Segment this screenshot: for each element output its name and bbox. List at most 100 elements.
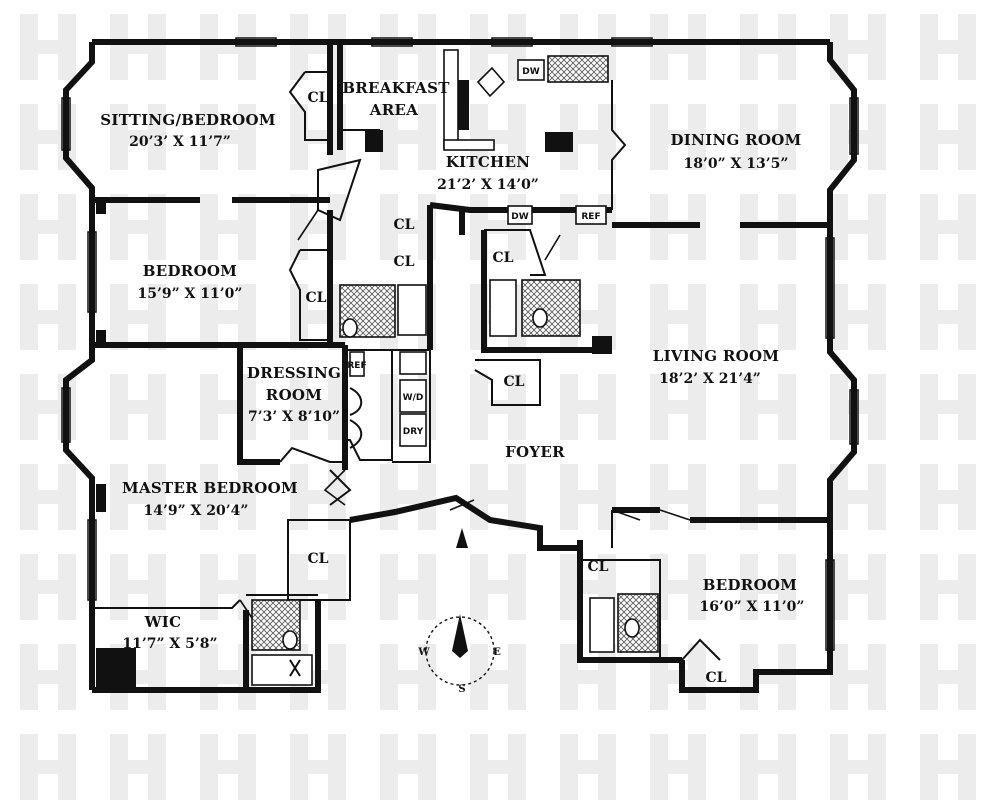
closet-label: CL: [504, 374, 525, 390]
watermark-letter: [110, 374, 166, 440]
bathrooms: [251, 279, 659, 686]
refrigerator-label: REF: [347, 361, 366, 371]
watermark-letter: [20, 554, 76, 620]
sitting-bedroom-dims: 20’3’ X 11’7”: [129, 134, 231, 150]
watermark-letter: [110, 734, 166, 800]
master-bedroom-dims: 14’9” X 20’4”: [144, 503, 249, 519]
appliance-labels: DW DW REF REF W/D DRY: [347, 67, 600, 437]
watermark-letter: [830, 644, 886, 710]
watermark-letter: [470, 374, 526, 440]
watermark-letter: [920, 194, 976, 260]
watermark-letter: [380, 554, 436, 620]
watermark-letter: [650, 464, 706, 530]
watermark-letter: [470, 14, 526, 80]
watermark-letter: [920, 644, 976, 710]
sitting-bedroom-name: SITTING/BEDROOM: [100, 111, 275, 129]
breakfast-area-name-1: BREAKFAST: [342, 79, 450, 97]
room-labels: SITTING/BEDROOM 20’3’ X 11’7” BREAKFAST …: [100, 79, 804, 652]
watermark-letter: [740, 464, 796, 530]
exterior-walls: [63, 39, 857, 693]
entry-arrow-icon: [456, 528, 468, 548]
closet-labels: CL CL CL CL CL CL CL CL CL: [306, 90, 727, 686]
watermark-letter: [560, 374, 616, 440]
closet-label: CL: [394, 217, 415, 233]
watermark-letter: [200, 104, 256, 170]
watermark-letter: [110, 194, 166, 260]
watermark-pattern: [20, 14, 976, 800]
watermark-letter: [740, 554, 796, 620]
watermark-letter: [380, 194, 436, 260]
watermark-letter: [560, 644, 616, 710]
watermark-letter: [290, 374, 346, 440]
living-room-dims: 18’2’ X 21’4”: [659, 371, 761, 387]
watermark-letter: [830, 284, 886, 350]
watermark-letter: [650, 554, 706, 620]
dishwasher-label: DW: [522, 67, 539, 77]
watermark-letter: [110, 14, 166, 80]
dressing-room-dims: 7’3’ X 8’10”: [248, 409, 340, 425]
watermark-letter: [380, 734, 436, 800]
watermark-letter: [110, 284, 166, 350]
watermark-letter: [920, 554, 976, 620]
living-room-name: LIVING ROOM: [653, 347, 779, 365]
watermark-letter: [830, 734, 886, 800]
watermark-letter: [920, 104, 976, 170]
bedroom-2-name: BEDROOM: [703, 576, 797, 594]
compass-west: W: [417, 647, 430, 658]
kitchen-name: KITCHEN: [446, 153, 531, 171]
watermark-letter: [290, 554, 346, 620]
kitchen-fixtures: [443, 49, 609, 225]
watermark-letter: [20, 734, 76, 800]
watermark-letter: [470, 104, 526, 170]
watermark-letter: [200, 464, 256, 530]
watermark-letter: [560, 104, 616, 170]
watermark-letter: [290, 464, 346, 530]
watermark-letter: [200, 194, 256, 260]
watermark-letter: [20, 194, 76, 260]
doors: [239, 209, 691, 619]
closet-label: CL: [308, 551, 329, 567]
watermark-letter: [20, 284, 76, 350]
watermark-letter: [110, 464, 166, 530]
watermark-letter: [740, 104, 796, 170]
watermark-letter: [740, 284, 796, 350]
watermark-letter: [20, 464, 76, 530]
structural-columns: [96, 80, 612, 690]
bedroom-1-name: BEDROOM: [143, 262, 237, 280]
watermark-letter: [920, 14, 976, 80]
compass-ring: [425, 616, 495, 686]
closet-label: CL: [394, 254, 415, 270]
dining-room-dims: 18’0” X 13’5”: [684, 156, 789, 172]
dryer-label: DRY: [403, 427, 424, 437]
watermark-letter: [920, 284, 976, 350]
watermark-letter: [560, 734, 616, 800]
bedroom-2-dims: 16’0” X 11’0”: [700, 599, 805, 615]
watermark-letter: [200, 284, 256, 350]
washer-label: W/D: [403, 393, 424, 403]
dressing-room-name-1: DRESSING: [247, 364, 341, 382]
watermark-letter: [650, 644, 706, 710]
watermark-letter: [830, 554, 886, 620]
dining-room-name: DINING ROOM: [671, 131, 802, 149]
compass: W E S: [417, 614, 501, 695]
wic-name: WIC: [144, 613, 182, 631]
compass-east: E: [493, 647, 501, 658]
closet-label: CL: [493, 250, 514, 266]
watermark-letter: [830, 194, 886, 260]
kitchen-dims: 21’2’ X 14’0”: [437, 177, 539, 193]
watermark-letter: [110, 104, 166, 170]
watermark-letter: [200, 644, 256, 710]
watermark-letter: [200, 374, 256, 440]
master-bedroom-name: MASTER BEDROOM: [122, 479, 298, 497]
closet-label: CL: [706, 670, 727, 686]
watermark-letter: [470, 734, 526, 800]
dishwasher-label: DW: [511, 212, 528, 222]
watermark-letter: [20, 14, 76, 80]
watermark-letter: [650, 14, 706, 80]
watermark-letter: [830, 14, 886, 80]
watermark-letter: [920, 374, 976, 440]
watermark-letter: [650, 374, 706, 440]
watermark-letter: [470, 554, 526, 620]
